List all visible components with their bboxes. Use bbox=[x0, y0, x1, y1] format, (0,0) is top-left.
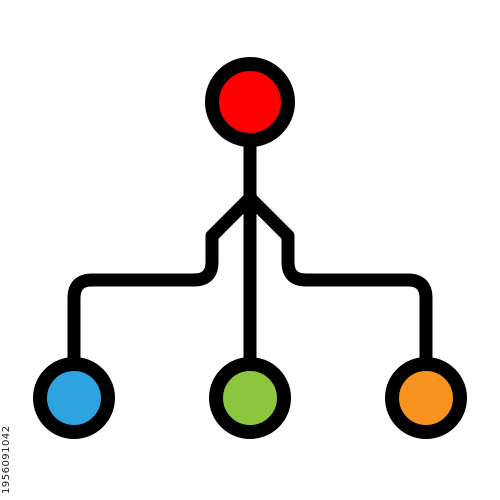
connector-lines bbox=[67, 133, 433, 379]
child-node-center bbox=[209, 357, 291, 439]
left-branch-line bbox=[67, 191, 257, 379]
child-node-left bbox=[33, 357, 115, 439]
stock-id-text: 1956091042 bbox=[1, 425, 12, 494]
root-node bbox=[205, 57, 295, 147]
right-branch-line bbox=[243, 191, 433, 379]
child-node-right bbox=[385, 357, 467, 439]
